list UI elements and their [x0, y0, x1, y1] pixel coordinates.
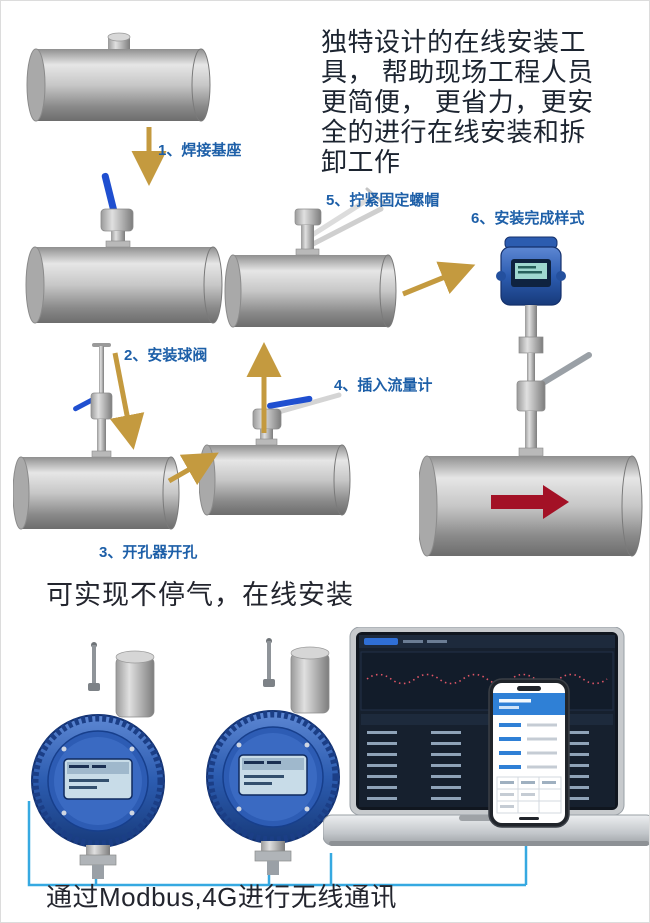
pipe-body	[199, 444, 351, 516]
pipe-body	[25, 246, 223, 324]
phone-home-indicator	[519, 817, 539, 820]
intro-line: 独特设计的在线安装工	[321, 27, 587, 57]
step-label-2: 2、安装球阀	[124, 347, 208, 364]
flow-direction-arrow	[491, 485, 569, 519]
illustration-step4-insert-meter	[199, 392, 351, 516]
tightening-tool	[294, 187, 385, 256]
ball-valve	[516, 352, 592, 457]
lcd-display	[238, 754, 308, 796]
pipe-body	[13, 456, 180, 530]
caption-online-install: 可实现不停气，在线安装	[46, 580, 354, 610]
gas-detector-2	[206, 638, 340, 875]
antenna-icon	[88, 642, 100, 691]
mounting-conduit	[254, 841, 292, 875]
intro-line: 全的进行在线安装和拆	[321, 117, 587, 147]
app-header	[493, 693, 565, 715]
sensor-canister	[115, 650, 155, 718]
step-label-4: 4、插入流量计	[334, 377, 433, 394]
illustration-step2-ball-valve	[25, 172, 223, 324]
pipe-body	[26, 48, 211, 122]
valve-handle-blue	[266, 395, 313, 409]
intro-line: 更简便， 更省力，更安	[321, 87, 594, 117]
pipe-body	[224, 254, 397, 328]
antenna-icon	[263, 638, 275, 687]
insertion-stem	[518, 305, 544, 383]
intro-text: 独特设计的在线安装工 具， 帮助现场工程人员 更简便， 更省力，更安 全的进行在…	[321, 27, 647, 177]
valve-with-lever	[252, 392, 342, 446]
dashboard-chart	[360, 651, 614, 711]
app-table	[496, 776, 562, 814]
illustration-step3-hole-opener	[13, 343, 180, 530]
lcd-display	[63, 758, 133, 800]
intro-line: 卸工作	[321, 147, 401, 177]
step-label-3: 3、开孔器开孔	[99, 544, 198, 561]
step-label-5: 5、拧紧固定螺帽	[326, 192, 440, 209]
illustration-step1-weld-base	[26, 32, 211, 122]
ball-valve	[100, 208, 134, 248]
dashboard-chart-series	[366, 673, 608, 685]
mounting-conduit	[79, 845, 117, 879]
dashboard-topbar	[359, 635, 615, 648]
caption-modbus-4g: 通过Modbus,4G进行无线通讯	[46, 882, 397, 912]
app-list-rows	[499, 723, 557, 769]
dashboard-table-header	[361, 714, 613, 725]
step-label-1: 1、焊接基座	[158, 142, 242, 159]
smartphone	[488, 678, 570, 828]
illustration-step5-tighten-nut	[224, 187, 397, 328]
phone-notch	[517, 686, 541, 691]
step-label-6: 6、安装完成样式	[471, 210, 585, 227]
transmitter-head	[496, 236, 566, 306]
illustration-step6-complete	[419, 236, 643, 557]
intro-line: 具， 帮助现场工程人员	[321, 57, 594, 87]
hole-opener-tool	[73, 343, 113, 458]
valve-handle-blue	[101, 172, 118, 216]
gas-detector-1	[31, 642, 165, 879]
sensor-canister	[290, 646, 330, 714]
